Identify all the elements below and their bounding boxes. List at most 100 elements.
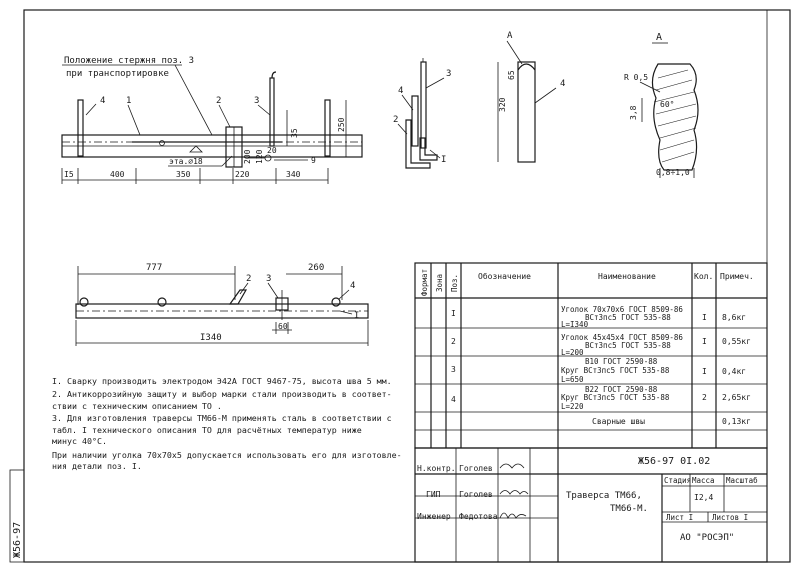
side-callout-2: 2: [393, 115, 398, 125]
row2-note: 0,55кг: [722, 337, 751, 346]
scale-header: Масштаб: [726, 476, 758, 485]
spec-table: Формат Зона Поз. Обозначение Наименовани…: [414, 262, 768, 449]
detail-radius: R 0,5: [624, 73, 648, 82]
dim-250: 250: [337, 117, 346, 132]
dim-350: 350: [176, 170, 191, 179]
bottom-angle-2: [228, 289, 248, 305]
row2-qty: I: [702, 337, 707, 346]
note-4b: ния детали поз. I.: [52, 461, 142, 471]
hdr-name: Наименование: [598, 272, 656, 281]
row5-note: 0,13кг: [722, 417, 751, 426]
side-callout-4b: 4: [398, 86, 403, 96]
side-angle-section: [405, 119, 431, 169]
position-note-line1: Положение стержня поз. 3: [64, 56, 194, 66]
row2-name3: L=200: [561, 348, 584, 357]
dim-260: 260: [308, 263, 324, 273]
name-engineer: Федотова: [459, 512, 498, 521]
detail-title: A: [656, 32, 662, 43]
side-dim-65: 65: [507, 70, 516, 80]
doc-code: Ж56-97 0I.02: [638, 456, 710, 467]
row4-qty: 2: [702, 393, 707, 402]
organization: АО "РОСЭП": [680, 533, 734, 543]
detail-dim-38: 3,8: [629, 105, 638, 120]
bottom-rod-4-left: [79, 297, 89, 307]
note-2b: ствии с техническим описанием ТО .: [52, 401, 222, 411]
dim-120: 120: [255, 149, 264, 164]
rod-4-left: [77, 99, 84, 157]
note-3b: табл. I технического описания ТО для рас…: [52, 425, 362, 435]
detail-a: A R 0,5 3,8 60° 0,8÷1,0: [624, 32, 699, 178]
callout-4: 4: [100, 96, 105, 106]
sheet-frame: [23, 9, 791, 563]
row1-note: 8,6кг: [722, 313, 746, 322]
note-3c: минус 40°С.: [52, 436, 107, 446]
dim-400: 400: [110, 170, 125, 179]
dim-9: 9: [311, 156, 316, 165]
dim-20: 20: [267, 146, 277, 155]
hdr-format: Формат: [420, 269, 429, 296]
name-nkontr: Гоголев: [459, 464, 493, 473]
dim-60: 60: [278, 322, 288, 331]
dim-777: 777: [146, 263, 162, 273]
sheet-label: Ж56-97: [12, 522, 23, 558]
row5-name1: Сварные швы: [592, 417, 645, 426]
row1-pos: I: [451, 309, 456, 318]
callout-3: 3: [254, 96, 259, 106]
side-callout-4: 4: [560, 79, 565, 89]
detail-rod-profile: [651, 63, 699, 171]
name-gip: Гоголев: [459, 490, 493, 499]
role-nkontr: Н.контр.: [417, 464, 456, 473]
side-angle-2: [419, 137, 438, 161]
row3-note: 0,4кг: [722, 367, 746, 376]
hdr-designation: Обозначение: [478, 271, 531, 281]
weld-note: эта.⌀18: [169, 157, 203, 166]
note-1: I. Сварку производить электродом Э42А ГО…: [52, 376, 392, 386]
dim-220: 220: [235, 170, 250, 179]
mass-header: Масса: [692, 476, 715, 485]
note-2: 2. Антикоррозийную защиту и выбор марки …: [52, 389, 392, 399]
detail-gap: 0,8÷1,0: [656, 168, 690, 177]
row3-pos: 3: [451, 365, 456, 374]
note-3: 3. Для изготовления траверсы ТМ66-М прим…: [52, 413, 392, 423]
row3-name1: В10 ГОСТ 2590-88: [585, 357, 658, 366]
dim-1340: I340: [200, 333, 222, 343]
sheets-total: Листов I: [712, 513, 748, 522]
title-line1: Траверса ТМ66,: [566, 491, 642, 501]
dim-200: 200: [243, 149, 252, 164]
bottom-view: 777 260 2 3 4 I 60 I340: [75, 263, 369, 346]
dim-340: 340: [286, 170, 301, 179]
bottom-callout-4: 4: [350, 281, 355, 291]
row4-name3: L=220: [561, 402, 584, 411]
signature-nkontr: [499, 463, 525, 469]
side-view: A 65 320 4 3 4 2 I: [393, 31, 565, 169]
rod-3: [269, 77, 275, 147]
signature-gip: [499, 490, 529, 495]
top-view: Положение стержня поз. 3 при транспортир…: [61, 56, 363, 184]
row1-name3: L=I340: [561, 320, 589, 329]
side-section-mark: A: [507, 31, 513, 41]
sheet-number: Лист I: [666, 513, 693, 522]
role-gip: ГИП: [426, 490, 441, 499]
side-callout-3: 3: [446, 69, 451, 79]
hdr-note: Примеч.: [720, 272, 754, 281]
hdr-zone: Зона: [435, 274, 444, 292]
side-rod-3: [420, 61, 427, 149]
title-line2: ТМ66-М.: [610, 504, 648, 514]
sheet-stamp: Ж56-97: [9, 469, 25, 563]
row1-name2: ВСтЗпс5 ГОСТ 535-88: [585, 313, 671, 322]
hdr-qty: Кол.: [694, 272, 713, 281]
row3-name3: L=650: [561, 375, 584, 384]
bottom-rod-4-right: [331, 297, 341, 307]
row1-name1: Уголок 70х70х6 ГОСТ 8509-86: [561, 305, 683, 314]
bottom-callout-1: I: [354, 311, 359, 321]
row2-name1: Уголок 45х45х4 ГОСТ 8509-86: [561, 333, 683, 342]
side-callout-1: I: [441, 155, 446, 165]
callout-2: 2: [216, 96, 221, 106]
row4-name2: Круг ВСтЗпс5 ГОСТ 535-88: [561, 393, 670, 402]
notes: I. Сварку производить электродом Э42А ГО…: [52, 376, 402, 471]
bottom-callout-3: 3: [266, 274, 271, 284]
row3-qty: I: [702, 367, 707, 376]
detail-angle: 60°: [660, 100, 674, 109]
bottom-rod-4-mid: [157, 297, 167, 307]
